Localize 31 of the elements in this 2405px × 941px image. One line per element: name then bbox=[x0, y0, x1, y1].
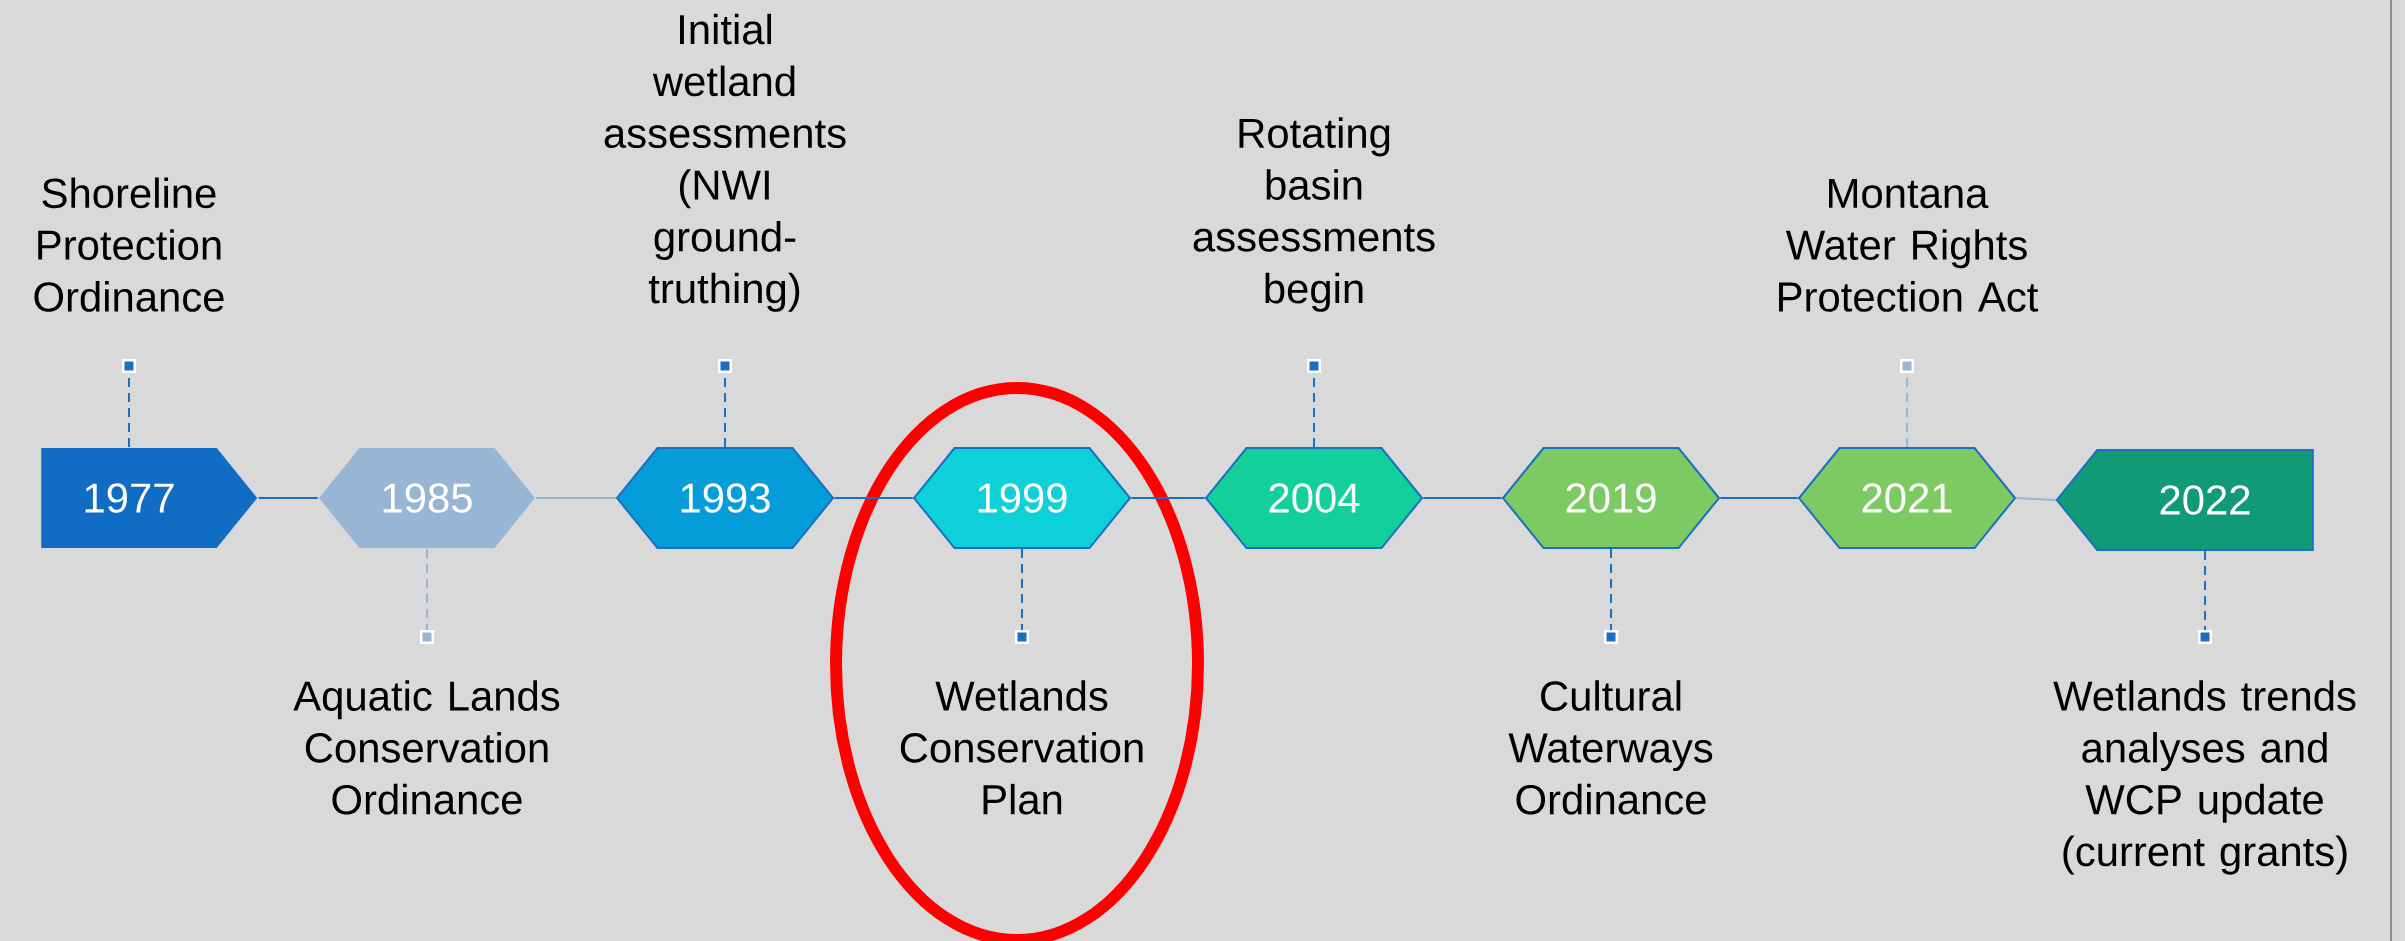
timeline-connector bbox=[1422, 497, 1503, 499]
timeline-connector bbox=[2015, 497, 2057, 501]
event-label: Cultural Waterways Ordinance bbox=[1508, 680, 1713, 815]
leader-line bbox=[718, 359, 732, 448]
event-label: Wetlands trends analyses and WCP update (current grants) bbox=[2053, 680, 2356, 875]
year-hexagon: 2021 bbox=[1797, 447, 2017, 549]
year-hexagon: 1985 bbox=[319, 448, 535, 548]
timeline-connector bbox=[257, 497, 319, 499]
leader-line bbox=[1015, 548, 1029, 644]
leader-line bbox=[1604, 548, 1618, 644]
year-hexagon: 1993 bbox=[615, 447, 835, 549]
timeline-connector bbox=[833, 497, 914, 499]
leader-line bbox=[2198, 550, 2213, 644]
event-label: Initial wetland assessments (NWI ground-truthing) bbox=[604, 13, 846, 312]
event-label: Aquatic Lands Conservation Ordinance bbox=[293, 680, 560, 815]
timeline-connector bbox=[1719, 497, 1799, 499]
leader-line bbox=[1900, 359, 1915, 448]
leader-line bbox=[420, 548, 434, 644]
year-hexagon: 2019 bbox=[1501, 447, 1721, 549]
year-hexagon: 2004 bbox=[1204, 447, 1424, 549]
leader-line bbox=[122, 359, 136, 448]
timeline-connector bbox=[1130, 497, 1206, 499]
year-tag: 1977 bbox=[41, 448, 258, 548]
event-label: Wetlands Conservation Plan bbox=[900, 680, 1143, 815]
event-label: Montana Water Rights Protection Act bbox=[1779, 179, 2039, 312]
timeline-connector bbox=[535, 497, 617, 499]
leader-line bbox=[1307, 359, 1321, 448]
year-tag: 2022 bbox=[2055, 449, 2314, 551]
year-hexagon: 1999 bbox=[912, 447, 1132, 549]
event-label: Shoreline Protection Ordinance bbox=[34, 177, 224, 312]
event-label: Rotating basin assessments begin bbox=[1193, 117, 1435, 312]
